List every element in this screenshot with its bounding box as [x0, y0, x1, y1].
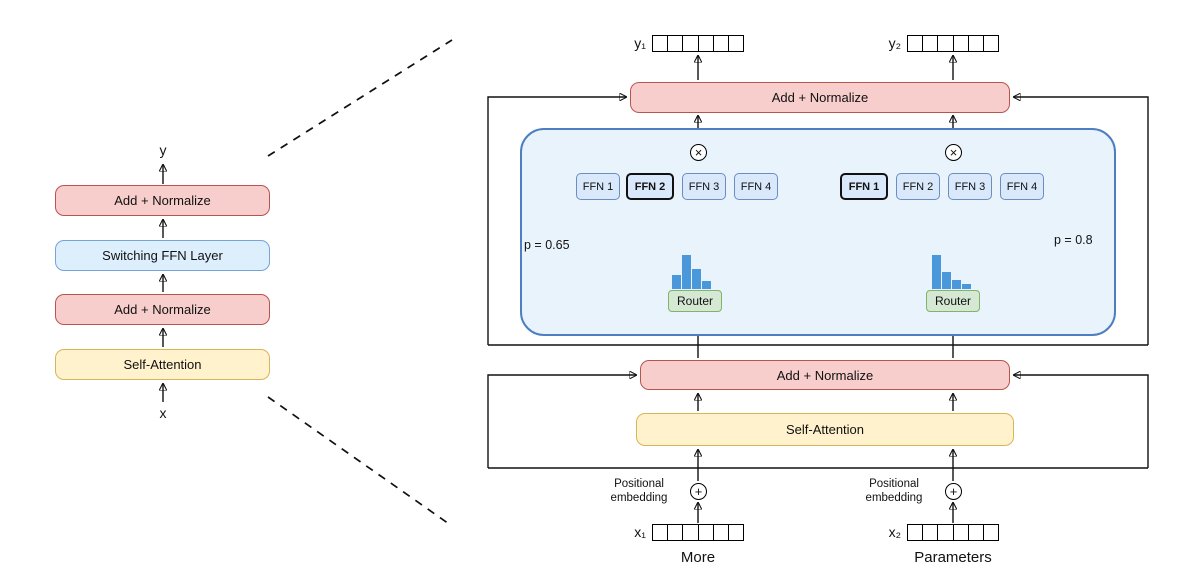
left-output-label: y: [159, 142, 167, 158]
router-distribution-left: [672, 255, 711, 289]
x2-token-box: [907, 524, 999, 541]
gate-probability-left: p = 0.65: [524, 238, 570, 252]
ffn-2-right: FFN 2: [896, 173, 940, 200]
left-input-label: x: [159, 405, 167, 421]
plus-symbol: +: [949, 484, 958, 499]
left-add-normalize-top: Add + Normalize: [55, 185, 270, 216]
residual-connections: [487, 97, 1149, 469]
positional-embedding-line2: embedding: [865, 492, 923, 505]
caption-parameters: Parameters: [914, 549, 992, 566]
ffn-4-right: FFN 4: [1000, 173, 1044, 200]
x2-label: x₂: [888, 524, 901, 540]
caption-more: More: [680, 549, 716, 566]
plus-symbol: +: [694, 484, 703, 499]
y1-label: y₁: [634, 35, 646, 51]
left-add-normalize-bottom: Add + Normalize: [55, 294, 270, 325]
exploded-view-dashed-lines: [267, 39, 453, 527]
switching-ffn-layer-container: [520, 128, 1116, 336]
gate-probability-right: p = 0.8: [1054, 233, 1093, 247]
x1-label: x₁: [634, 524, 646, 540]
y1-token-box: [652, 35, 744, 52]
y2-label: y₂: [888, 35, 901, 51]
router-left: Router: [668, 290, 722, 312]
plus-icon: +: [690, 483, 707, 500]
left-switching-ffn-layer: Switching FFN Layer: [55, 240, 270, 271]
self-attention: Self-Attention: [636, 413, 1014, 446]
left-self-attention: Self-Attention: [55, 349, 270, 380]
multiply-symbol: ×: [694, 145, 703, 160]
ffn-4-left: FFN 4: [734, 173, 778, 200]
plus-icon: +: [945, 483, 962, 500]
positional-embedding-line1: Positional: [869, 478, 919, 490]
y2-token-box: [907, 35, 999, 52]
positional-embedding-label: Positional embedding: [596, 477, 682, 506]
ffn-2-left-selected: FFN 2: [626, 173, 674, 200]
add-normalize-top: Add + Normalize: [630, 82, 1010, 113]
ffn-3-left: FFN 3: [682, 173, 726, 200]
multiply-icon: ×: [945, 144, 962, 161]
router-distribution-right: [932, 255, 971, 289]
positional-embedding-line2: embedding: [610, 492, 668, 505]
router-right: Router: [926, 290, 980, 312]
multiply-symbol: ×: [949, 145, 958, 160]
ffn-3-right: FFN 3: [948, 173, 992, 200]
ffn-1-left: FFN 1: [576, 173, 620, 200]
positional-embedding-label: Positional embedding: [851, 477, 937, 506]
ffn-1-right-selected: FFN 1: [840, 173, 888, 200]
add-normalize-mid: Add + Normalize: [640, 360, 1010, 390]
x1-token-box: [652, 524, 744, 541]
positional-embedding-line1: Positional: [614, 478, 664, 490]
multiply-icon: ×: [690, 144, 707, 161]
